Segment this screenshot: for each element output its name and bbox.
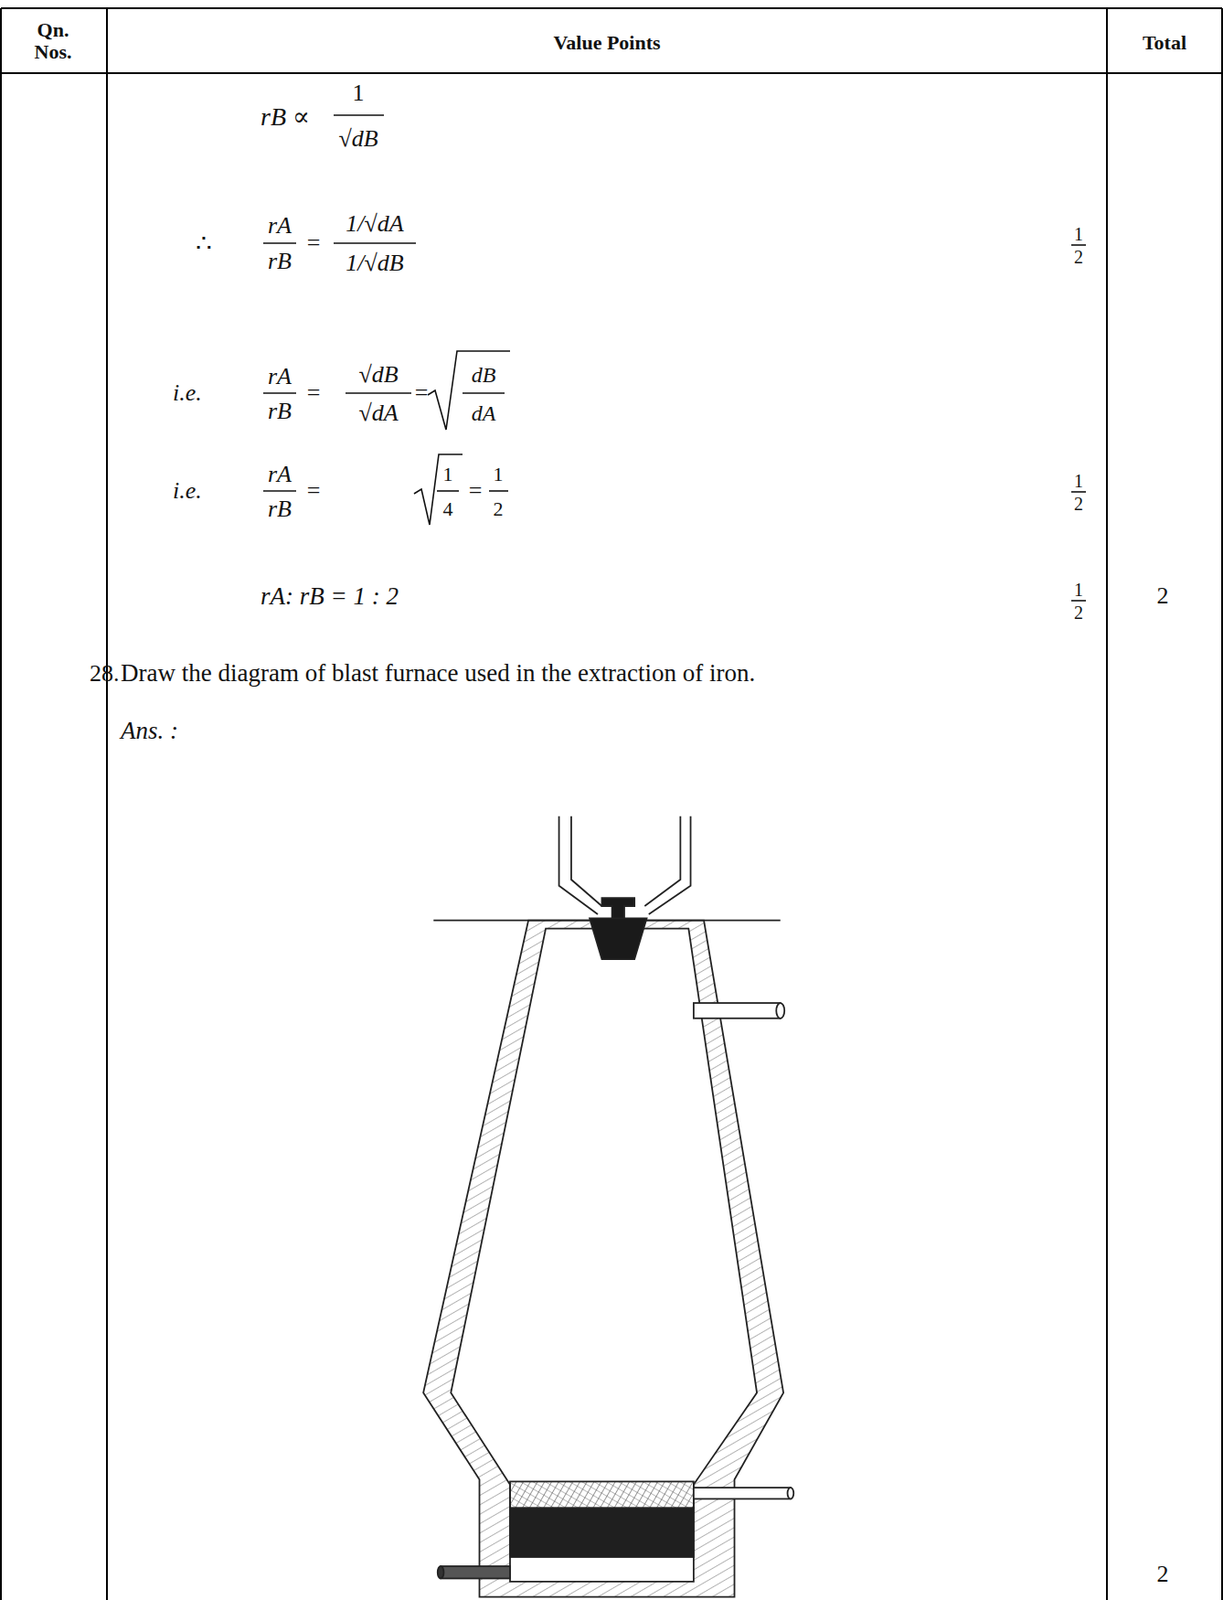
fraction-denominator: √dA	[358, 400, 398, 427]
mark-value: 2	[1074, 246, 1084, 267]
fraction-numerator: 1	[493, 463, 504, 486]
equals-sign: =	[307, 230, 321, 257]
mark-value: 1	[1074, 470, 1084, 491]
fraction-numerator: √dB	[358, 361, 398, 389]
fraction-denominator: 4	[443, 498, 454, 521]
table-rules	[0, 8, 1223, 1600]
ie-text: i.e.	[172, 478, 203, 505]
question-number: 28.	[89, 660, 120, 688]
column-header: Value Points	[553, 31, 660, 54]
fraction-numerator: 1	[443, 463, 454, 486]
fraction-denominator: dA	[471, 401, 497, 426]
fraction-numerator: rA	[267, 212, 292, 240]
fraction-numerator: 1/√dA	[345, 211, 404, 238]
fraction-denominator: 1/√dB	[345, 250, 404, 277]
fraction-numerator: 1	[352, 80, 365, 107]
equals-sign: =	[307, 478, 321, 505]
equals-sign: =	[307, 380, 321, 407]
total-mark: 2	[1157, 583, 1170, 610]
fraction-denominator: √dB	[338, 126, 378, 153]
fraction-denominator: rB	[267, 248, 292, 276]
total-mark: 2	[1157, 1561, 1170, 1588]
mark-value: 1	[1074, 223, 1084, 245]
question-text: Draw the diagram of blast furnace used i…	[120, 659, 756, 688]
answer-label: Ans. :	[120, 717, 179, 745]
therefore-sign: ∴	[195, 229, 213, 258]
blast-furnace	[423, 816, 794, 1597]
mark-value: 1	[1074, 579, 1084, 600]
equals-sign: =	[468, 478, 483, 505]
mark-value: 2	[1074, 493, 1084, 514]
fraction-denominator: rB	[267, 398, 292, 426]
ratio-result: rA: rB = 1 : 2	[260, 583, 399, 611]
mark-value: 2	[1074, 602, 1084, 623]
fraction-denominator: 2	[493, 498, 504, 521]
fraction-denominator: rB	[267, 496, 292, 523]
ie-text: i.e.	[172, 380, 203, 407]
equals-sign: =	[414, 380, 429, 407]
equation-term: rB ∝	[260, 103, 310, 132]
column-header: Total	[1142, 31, 1187, 54]
fraction-numerator: rA	[267, 461, 292, 489]
math-rules	[263, 115, 1086, 601]
column-header: Qn. Nos.	[16, 19, 90, 64]
fraction-numerator: dB	[471, 362, 497, 387]
fraction-numerator: rA	[267, 363, 292, 391]
